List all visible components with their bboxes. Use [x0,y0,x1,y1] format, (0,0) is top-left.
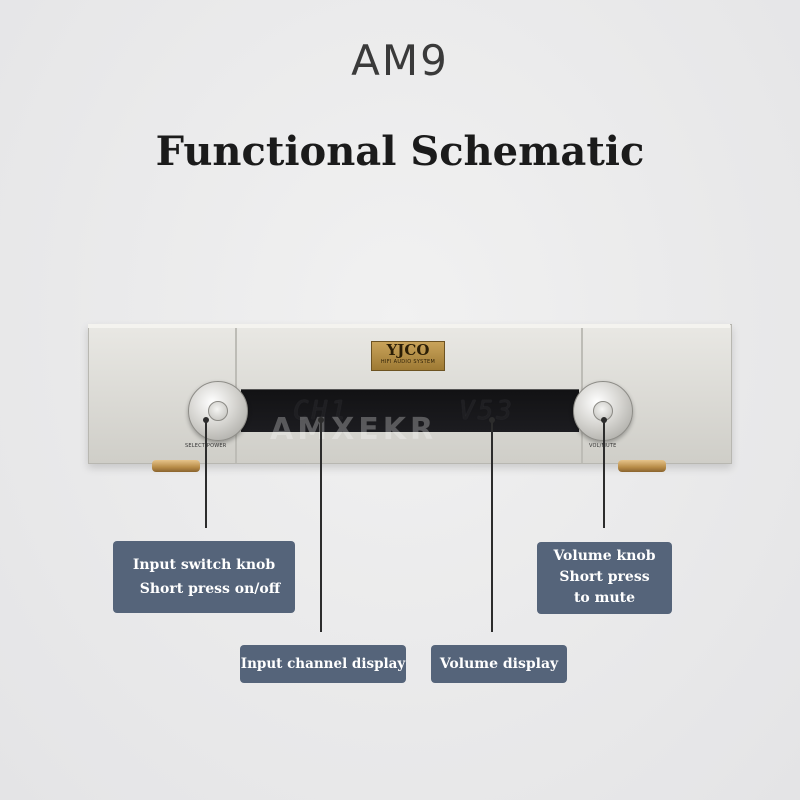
callout-volume-knob-line2: Short press [559,569,650,585]
device-top-edge [88,324,730,328]
input-knob-leader [205,420,207,528]
volume-knob-leader [603,420,605,528]
callout-input-switch: Input switch knob Short press on/off [113,541,295,613]
input-display-leader [320,420,322,632]
display-strip: CH1 V53 [241,389,579,432]
callout-input-switch-line2: Short press on/off [139,581,281,597]
callout-volume-knob-line1: Volume knob [553,548,656,564]
model-name: AM9 [351,36,449,85]
callout-volume-knob-line3: to mute [573,590,636,606]
volume-display-leader [491,420,493,632]
brand-logo: YJCO HIFI AUDIO SYSTEM [371,341,445,371]
watermark: AMXEKR [270,412,438,447]
volume-readout: V53 [459,396,515,426]
callout-volume-knob: Volume knob Short press to mute [537,542,672,614]
input-switch-knob[interactable] [188,381,248,441]
callout-input-channel: Input channel display [240,645,406,683]
right-knob-label: VOL/MUTE [589,443,617,449]
page-title: Functional Schematic [155,128,645,175]
logo-subtitle: HIFI AUDIO SYSTEM [380,359,436,365]
input-knob-center [208,401,228,421]
right-foot [618,460,666,472]
left-foot [152,460,200,472]
callout-input-channel-label: Input channel display [240,656,406,672]
logo-brand: YJCO [386,341,430,359]
callout-volume-display-label: Volume display [439,656,559,672]
callout-input-switch-line1: Input switch knob [132,557,276,573]
amplifier-front-panel: YJCO HIFI AUDIO SYSTEM CH1 V53 SELECT/PO… [88,324,732,464]
callout-volume-display: Volume display [431,645,567,683]
